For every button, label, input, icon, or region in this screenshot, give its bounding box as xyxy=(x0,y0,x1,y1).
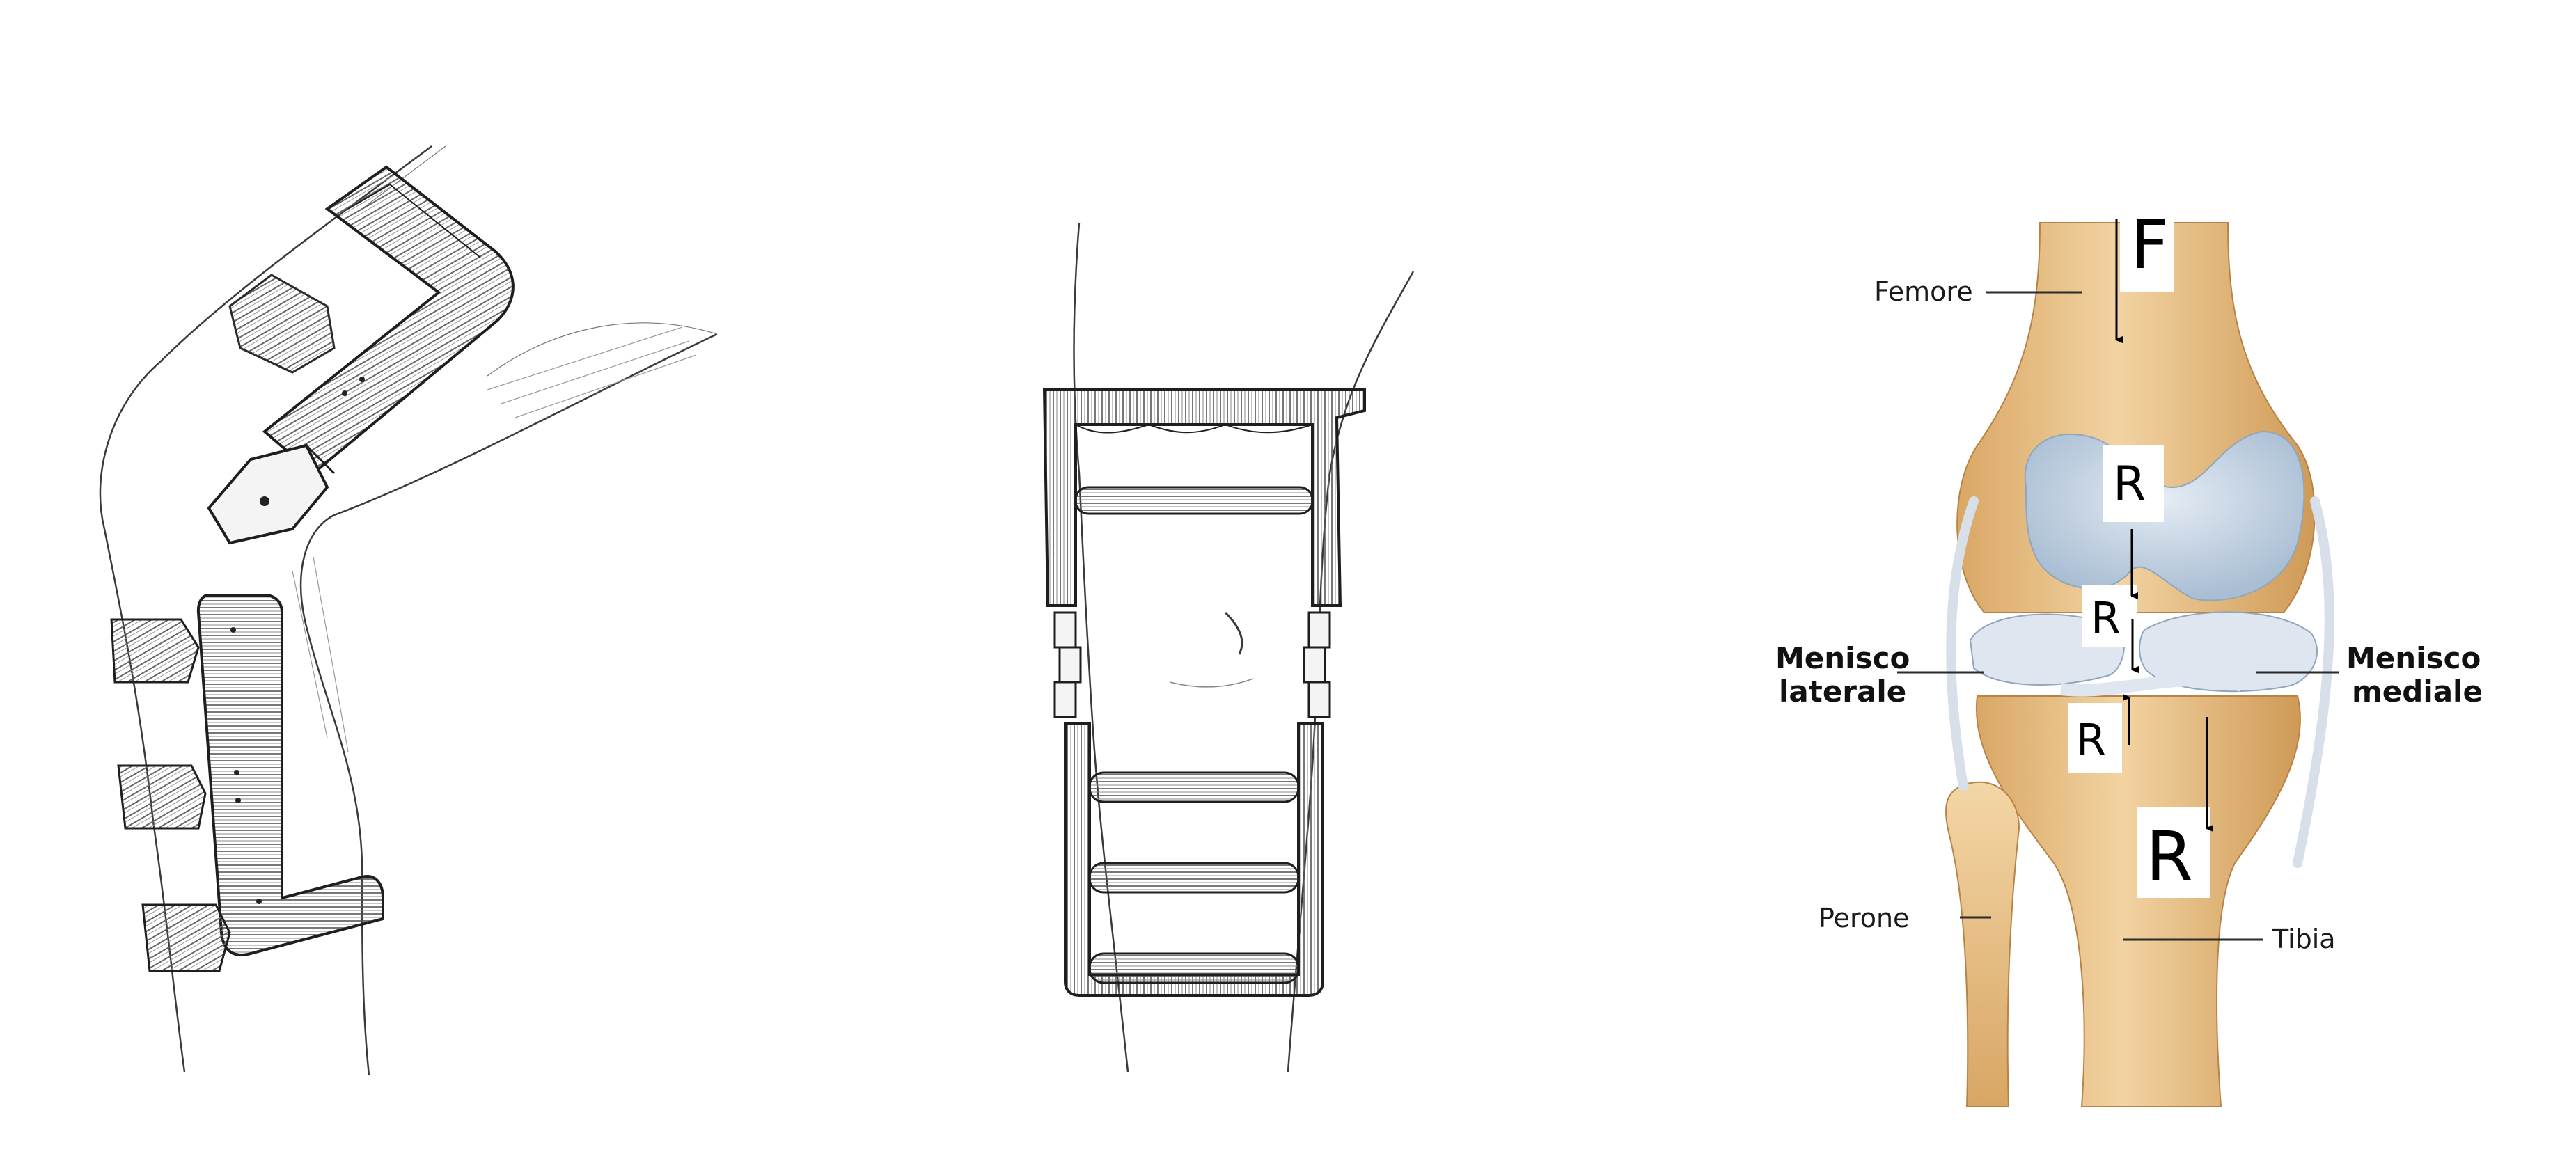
shin-strap-3 xyxy=(143,905,230,971)
force-f-box: F xyxy=(2120,206,2174,292)
force-r-big-label: R xyxy=(2146,818,2193,897)
force-r-mid-label: R xyxy=(2091,593,2121,644)
front-left-hinge xyxy=(1055,613,1081,717)
label-menisco-mediale-2: mediale xyxy=(2352,674,2483,709)
front-leg-outline xyxy=(1074,223,1414,1072)
label-menisco-laterale-2: laterale xyxy=(1779,674,1906,709)
force-r-lower-box: R xyxy=(2068,703,2122,773)
label-femore: Femore xyxy=(1874,276,1973,307)
force-f-label: F xyxy=(2130,206,2169,284)
force-r-upper-label: R xyxy=(2113,457,2146,512)
label-menisco-mediale-1: Menisco xyxy=(2346,641,2481,675)
label-perone: Perone xyxy=(1819,903,1909,933)
shin-strap-1 xyxy=(111,619,198,682)
force-r-upper-box: R xyxy=(2103,445,2164,522)
front-top-frame xyxy=(1044,390,1365,606)
shin-strap-2 xyxy=(118,766,205,828)
thigh-strap-pad xyxy=(230,275,334,372)
anatomical-knee-diagram: Femore Perone Tibia Menisco laterale Men… xyxy=(1775,206,2483,1107)
front-right-hinge xyxy=(1304,613,1330,717)
lateral-brace-drawing xyxy=(100,146,717,1075)
force-r-lower-label: R xyxy=(2076,715,2106,766)
frontal-brace-drawing xyxy=(1044,223,1413,1072)
force-r-big-box: R xyxy=(2137,807,2210,898)
label-tibia: Tibia xyxy=(2272,924,2336,954)
fibula-bone xyxy=(1946,782,2019,1107)
tibia-bone xyxy=(1977,696,2300,1107)
force-r-mid-box: R xyxy=(2082,585,2137,647)
label-menisco-laterale-1: Menisco xyxy=(1775,641,1910,675)
lower-brace-bar xyxy=(198,595,383,955)
